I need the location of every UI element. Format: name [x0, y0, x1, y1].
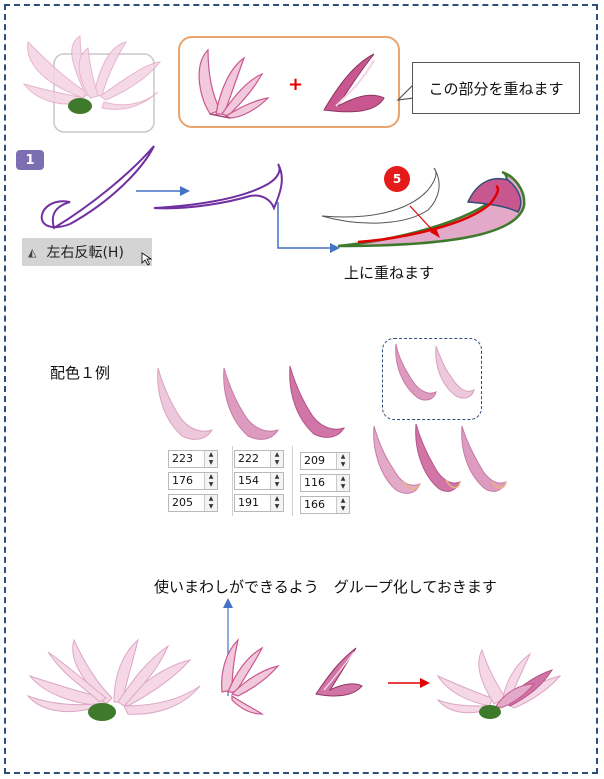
- arrow-result-icon: [388, 678, 430, 688]
- callout-text: この部分を重ねます: [428, 79, 564, 98]
- chrysanthemum-large: [26, 638, 201, 721]
- green-value-spinner[interactable]: 154▲▼: [234, 472, 284, 490]
- petal-variant-light: [157, 367, 214, 440]
- step-badge: 1: [16, 150, 44, 170]
- outline-petal-flipped: [153, 163, 283, 211]
- arrow-right-icon: [136, 186, 190, 196]
- column-divider: [292, 446, 293, 516]
- petal-variant-dark: [289, 365, 346, 438]
- selected-petal-group: [382, 338, 482, 420]
- leaf-base: [68, 98, 92, 114]
- red-value-spinner[interactable]: 223▲▼: [168, 450, 218, 468]
- green-value-spinner[interactable]: 116▲▼: [300, 474, 350, 492]
- green-value-spinner[interactable]: 176▲▼: [168, 472, 218, 490]
- blue-value-spinner[interactable]: 166▲▼: [300, 496, 350, 514]
- overlay-caption: 上に重ねます: [344, 264, 435, 282]
- blue-value-spinner[interactable]: 191▲▼: [234, 494, 284, 512]
- step-badge-5: 5: [384, 166, 410, 192]
- petal-fan-group: [198, 48, 270, 119]
- cursor-icon: [141, 252, 152, 266]
- column-divider: [232, 446, 233, 516]
- combined-petals: [373, 423, 507, 494]
- flip-horizontal-button[interactable]: ◭ 左右反転(H): [22, 238, 152, 266]
- petal-parts-box: [178, 36, 400, 128]
- blue-value-spinner[interactable]: 205▲▼: [168, 494, 218, 512]
- selected-petals: [395, 343, 475, 401]
- group-caption: 使いまわしができるよう グループ化しておきます: [154, 578, 497, 596]
- grouped-petal-fan: [221, 598, 280, 715]
- arrow-elbow-icon: [277, 202, 340, 253]
- page-frame: [4, 4, 598, 774]
- petal-variant-mid: [223, 367, 280, 440]
- petal-cluster: [22, 35, 162, 110]
- red-value-spinner[interactable]: 222▲▼: [234, 450, 284, 468]
- red-value-spinner[interactable]: 209▲▼: [300, 452, 350, 470]
- color-example-title: 配色１例: [50, 364, 111, 382]
- grouped-curl-petal: [315, 647, 363, 697]
- plus-sign: +: [288, 74, 304, 95]
- curl-petal: [323, 53, 385, 113]
- callout-box: この部分を重ねます: [412, 62, 580, 114]
- outline-petal-original: [40, 145, 155, 230]
- chrysanthemum-result: [436, 648, 562, 719]
- leaf-base: [479, 705, 501, 719]
- leaf-base: [88, 703, 116, 721]
- chrysanthemum-thumbnail: [22, 35, 162, 133]
- flip-horizontal-icon: ◭: [28, 245, 37, 259]
- flip-horizontal-label: 左右反転(H): [46, 245, 124, 261]
- layered-petals: [321, 167, 526, 248]
